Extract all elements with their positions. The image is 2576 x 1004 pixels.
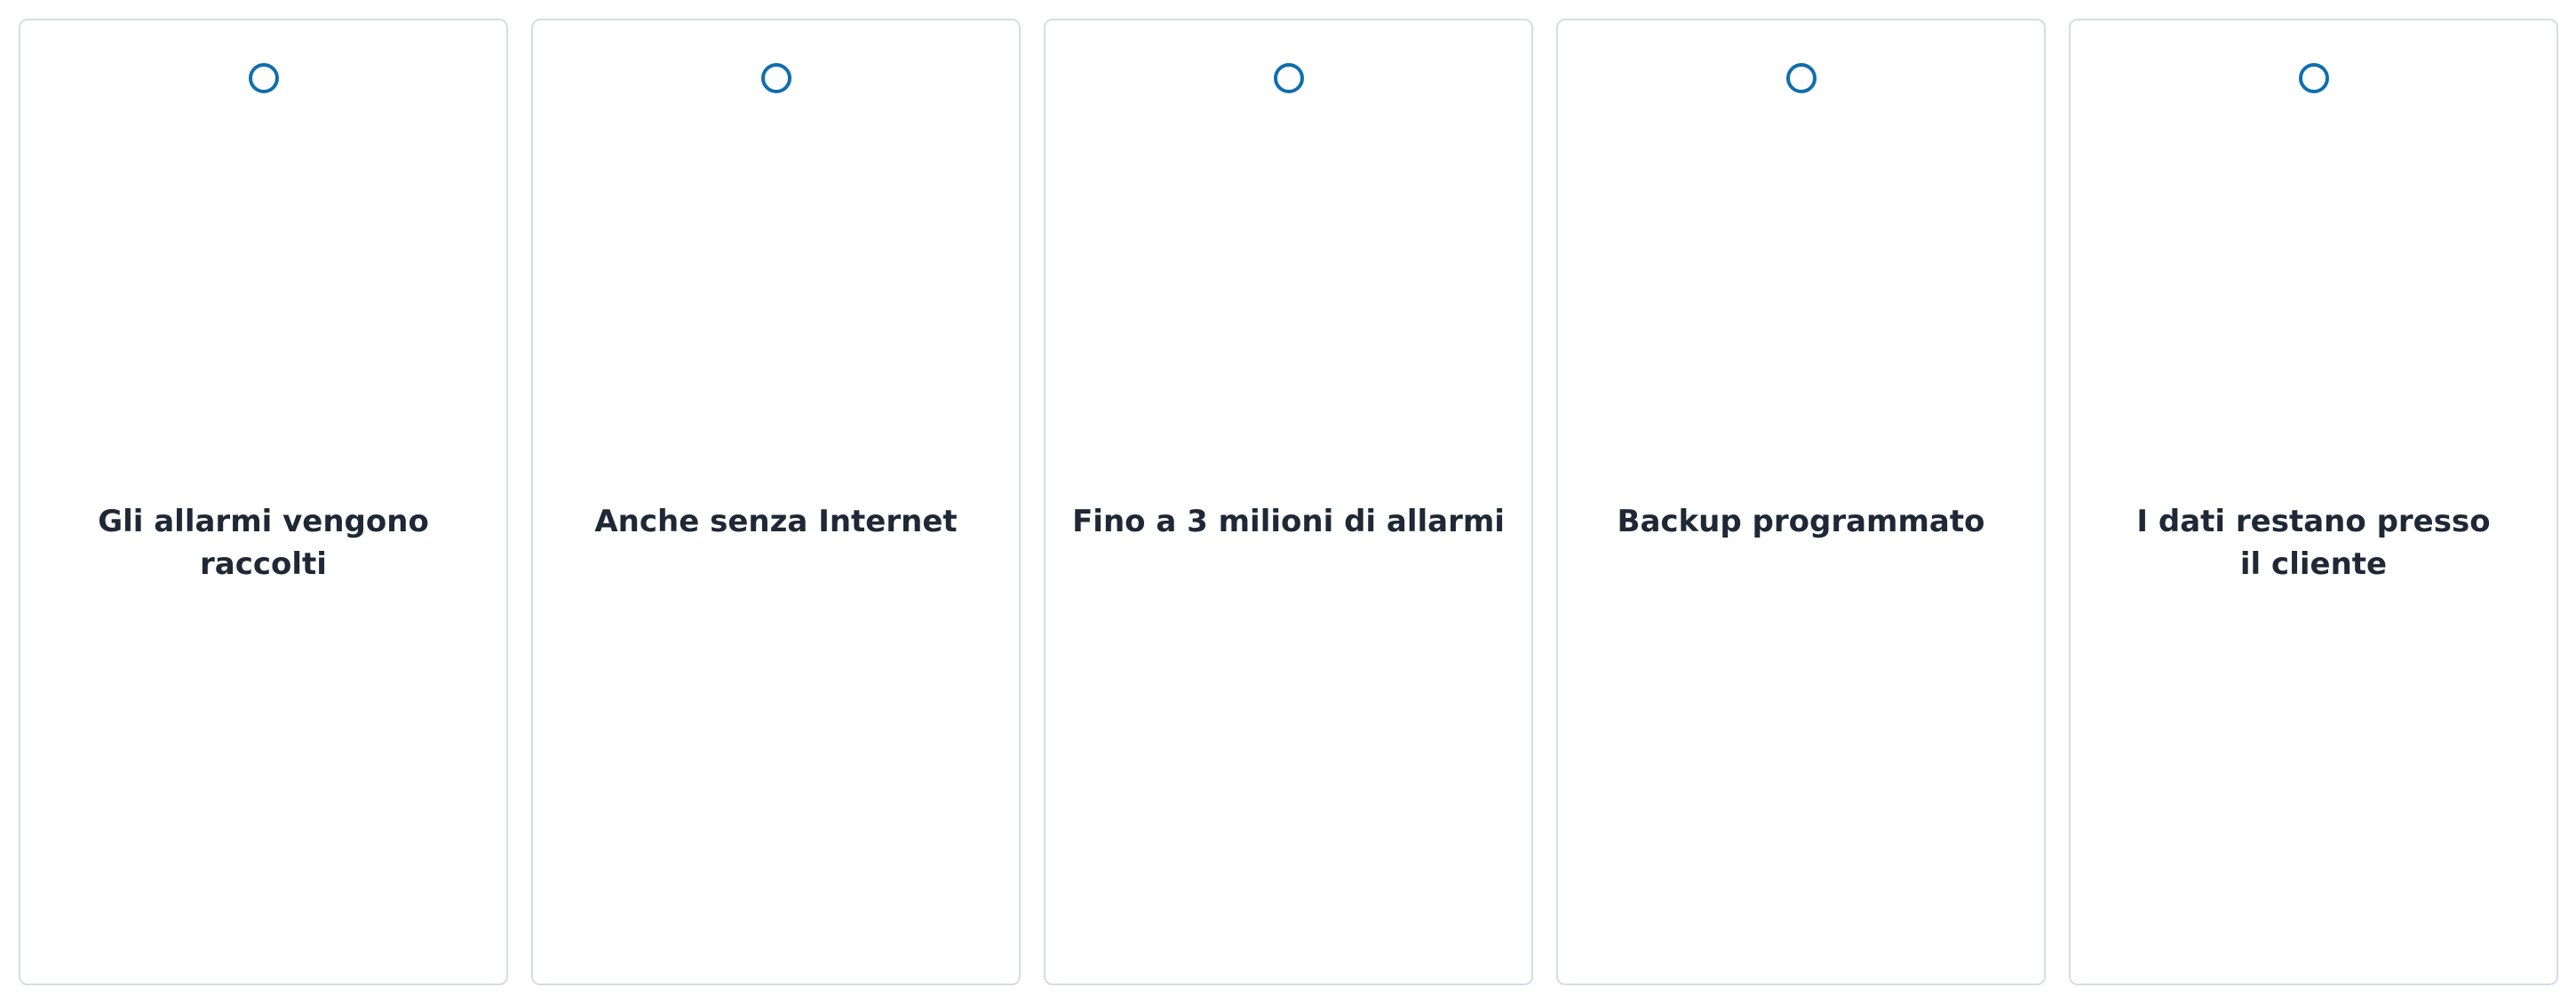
option-card-label: Backup programmato [1617,504,1985,539]
option-card-label: Gli allarmi vengono raccolti [98,504,429,582]
radio-unchecked-icon[interactable] [1785,63,1817,93]
option-card-label: Fino a 3 milioni di allarmi [1072,504,1505,539]
radio-unchecked-icon[interactable] [760,63,791,93]
option-card-milioni-allarmi[interactable]: Fino a 3 milioni di allarmi [1044,19,1533,985]
option-card-label: Anche senza Internet [594,504,958,539]
radio-unchecked-icon[interactable] [1273,63,1304,93]
option-card-label: I dati restano presso il cliente [2136,504,2491,582]
option-card-allarmi-raccolti[interactable]: Gli allarmi vengono raccolti [19,19,508,985]
option-card-backup-programmato[interactable]: Backup programmato [1556,19,2046,985]
radio-unchecked-icon[interactable] [248,63,279,93]
option-card-senza-internet[interactable]: Anche senza Internet [531,19,1021,985]
radio-unchecked-icon[interactable] [2298,63,2329,93]
option-card-dati-cliente[interactable]: I dati restano presso il cliente [2069,19,2558,985]
